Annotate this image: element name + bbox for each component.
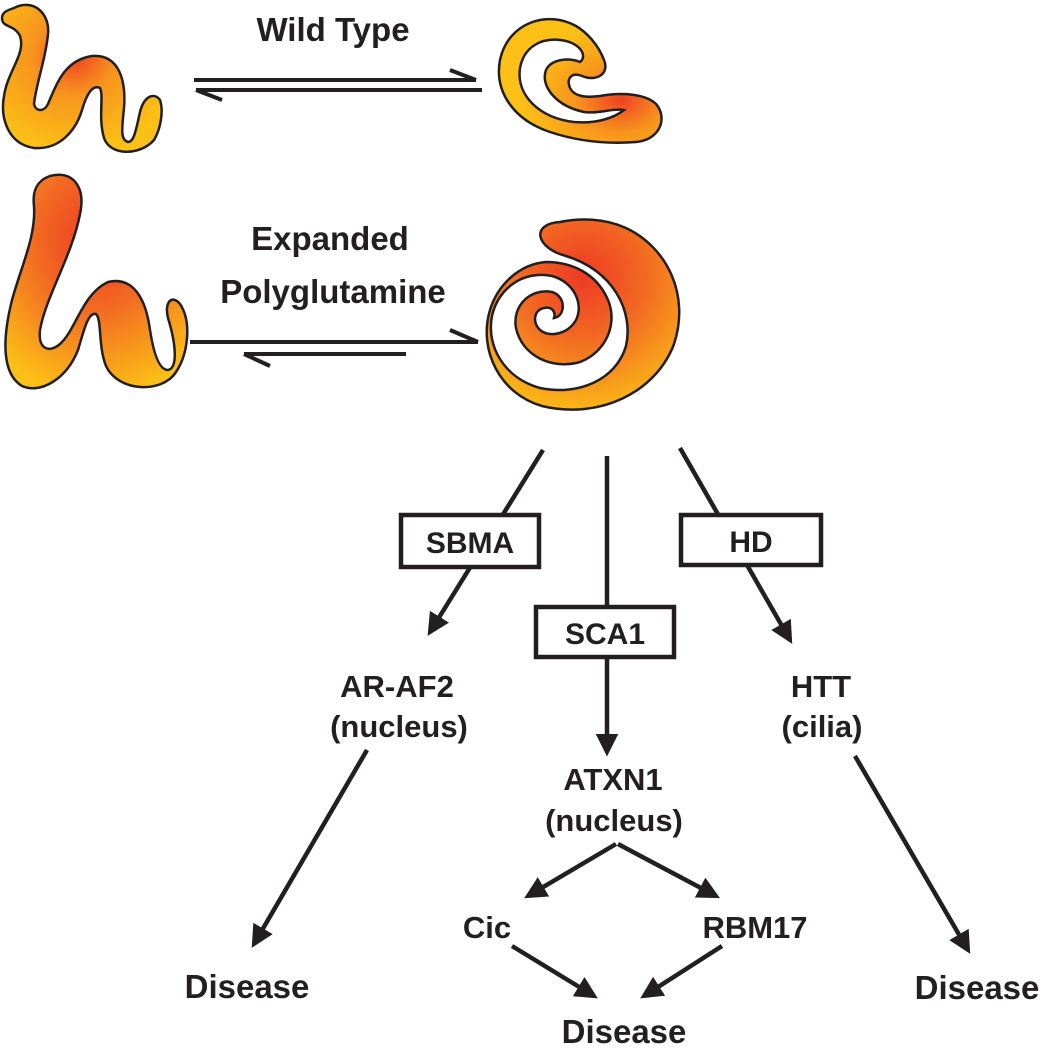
cic-to-disease-line: [510, 944, 598, 999]
expanded-unfolded-protein: [4, 173, 189, 390]
expanded-folded-protein: [485, 218, 681, 411]
expanded-label-line1: Expanded: [251, 220, 409, 257]
sca1-partner-rbm17: RBM17: [702, 910, 807, 945]
wildtype-equilibrium-arrows: [194, 68, 482, 102]
wildtype-unfolded-protein: [0, 3, 163, 153]
atxn1-split-right: [616, 842, 720, 899]
rbm17-to-disease-line: [640, 944, 724, 999]
sca1-partner-cic: Cic: [463, 910, 511, 945]
hd-box-label: HD: [729, 526, 772, 559]
sca1-box: SCA1: [533, 604, 677, 660]
hd-box: HD: [678, 512, 824, 568]
hd-disease-outcome: Disease: [915, 969, 1040, 1006]
sca1-box-label: SCA1: [565, 618, 645, 651]
wildtype-folded-protein: [497, 17, 663, 144]
sbma-target-line1: AR-AF2: [340, 669, 454, 704]
hd-target-line1: HTT: [791, 669, 851, 704]
sbma-to-disease-line: [251, 748, 369, 948]
sbma-box-label: SBMA: [426, 527, 514, 560]
sca1-target-line1: ATXN1: [563, 762, 662, 797]
wildtype-label: Wild Type: [256, 11, 409, 48]
hd-to-disease-line: [853, 754, 971, 954]
expanded-equilibrium-arrows: [190, 328, 479, 368]
sca1-target-line2: (nucleus): [545, 803, 683, 838]
sbma-box: SBMA: [398, 512, 542, 570]
atxn1-split-left: [524, 842, 618, 899]
hd-target-line2: (cilia): [782, 709, 863, 744]
sca1-disease-outcome: Disease: [562, 1013, 687, 1048]
sbma-disease-outcome: Disease: [185, 968, 310, 1005]
sbma-target-line2: (nucleus): [330, 709, 468, 744]
expanded-label-line2: Polyglutamine: [220, 273, 446, 310]
